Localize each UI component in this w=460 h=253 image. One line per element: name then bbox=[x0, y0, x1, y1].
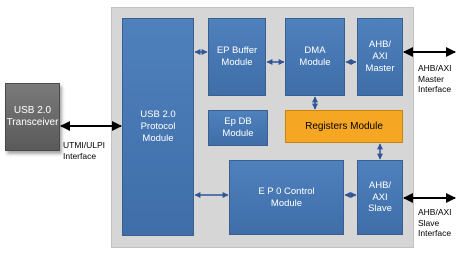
utmi-ulpi-interface-label: UTMI/ULPI Interface bbox=[63, 140, 106, 161]
usb-transceiver-block: USB 2.0 Transceiver bbox=[5, 83, 60, 151]
ep0-control-module: E P 0 Control Module bbox=[229, 160, 344, 235]
registers-module: Registers Module bbox=[285, 110, 403, 143]
ahb-axi-slave-interface-label: AHB/AXI Slave Interface bbox=[418, 207, 452, 239]
ahb-axi-master-block: AHB/ AXI Master bbox=[357, 18, 403, 96]
ep-buffer-module: EP Buffer Module bbox=[208, 18, 266, 96]
dma-module: DMA Module bbox=[285, 18, 345, 96]
ahb-axi-slave-block: AHB/ AXI Slave bbox=[357, 160, 403, 235]
usb-protocol-module: USB 2.0 Protocol Module bbox=[122, 18, 194, 236]
ahb-axi-master-interface-label: AHB/AXI Master Interface bbox=[418, 63, 452, 95]
ep-db-module: Ep DB Module bbox=[208, 110, 268, 146]
